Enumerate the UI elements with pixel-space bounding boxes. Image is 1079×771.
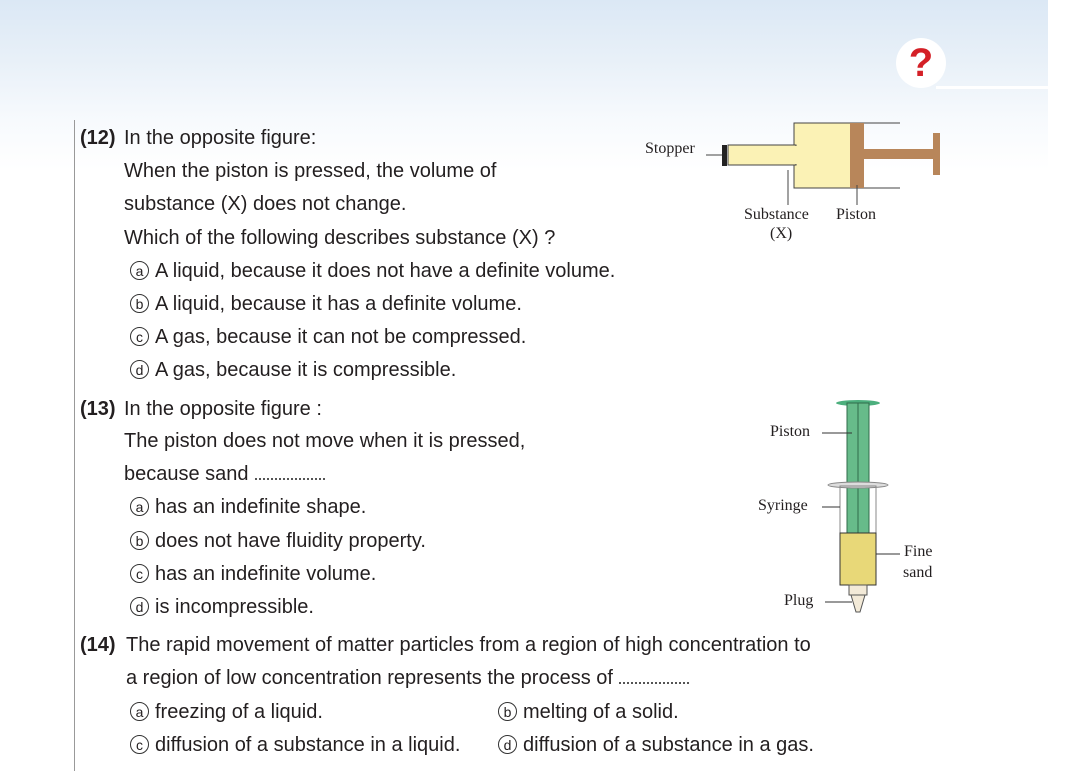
blank	[618, 682, 689, 684]
option-letter: c	[130, 564, 149, 583]
plug-label: Plug	[784, 592, 814, 609]
option-letter: a	[130, 261, 149, 280]
question-number: (13)	[80, 398, 116, 420]
option-letter: a	[130, 497, 149, 516]
option-letter: b	[498, 702, 517, 721]
vertical-syringe-figure	[822, 400, 900, 613]
substance-x-label: (X)	[770, 225, 793, 242]
syringe-label: Syringe	[758, 497, 808, 514]
option-text: does not have fluidity property.	[155, 530, 426, 552]
option-d[interactable]: d is incompressible.	[130, 595, 314, 619]
piston-label: Piston	[770, 423, 811, 440]
question-text-part: a region of low concentration represents…	[126, 667, 613, 689]
option-a[interactable]: a A liquid, because it does not have a de…	[130, 259, 615, 283]
question-text: substance (X) does not change.	[124, 193, 407, 215]
option-text: A gas, because it is compressible.	[155, 359, 457, 381]
stopper-label: Stopper	[645, 140, 695, 157]
option-text: is incompressible.	[155, 596, 314, 618]
question-text-part: because sand	[124, 463, 249, 485]
option-letter: d	[130, 360, 149, 379]
header-rule	[936, 86, 1048, 89]
option-text: diffusion of a substance in a liquid.	[155, 734, 461, 756]
question-text: In the opposite figure:	[124, 127, 317, 149]
option-text: has an indefinite shape.	[155, 496, 367, 518]
option-b[interactable]: b melting of a solid.	[498, 700, 679, 724]
question-mark-icon: ?	[896, 38, 946, 88]
option-letter: d	[498, 735, 517, 754]
textbook-page	[0, 0, 1048, 771]
question-text: because sand	[124, 462, 325, 486]
margin-line	[74, 120, 75, 771]
option-letter: d	[130, 597, 149, 616]
option-text: has an indefinite volume.	[155, 563, 377, 585]
option-d[interactable]: d A gas, because it is compressible.	[130, 358, 456, 382]
question-text: a region of low concentration represents…	[126, 666, 689, 690]
option-b[interactable]: b A liquid, because it has a definite vol…	[130, 292, 522, 316]
option-c[interactable]: c A gas, because it can not be compressed…	[130, 325, 526, 349]
option-text: melting of a solid.	[523, 701, 679, 723]
option-a[interactable]: a has an indefinite shape.	[130, 495, 366, 519]
piston-label: Piston	[836, 206, 877, 223]
question-text: When the piston is pressed, the volume o…	[124, 160, 497, 182]
question-text: The rapid movement of matter particles f…	[126, 634, 811, 656]
substance-label: Substance	[744, 206, 809, 223]
option-c[interactable]: c has an indefinite volume.	[130, 562, 376, 586]
option-c[interactable]: c diffusion of a substance in a liquid.	[130, 733, 460, 757]
fine-label: Fine	[904, 543, 933, 560]
option-letter: b	[130, 294, 149, 313]
question-number: (14)	[80, 634, 116, 656]
option-text: diffusion of a substance in a gas.	[523, 734, 814, 756]
question-number: (12)	[80, 127, 116, 149]
option-d[interactable]: d diffusion of a substance in a gas.	[498, 733, 814, 757]
sand-label: sand	[903, 564, 933, 581]
option-text: freezing of a liquid.	[155, 701, 323, 723]
horizontal-syringe-figure	[706, 122, 940, 205]
option-a[interactable]: a freezing of a liquid.	[130, 700, 323, 724]
option-b[interactable]: b does not have fluidity property.	[130, 529, 426, 553]
page-edge	[1048, 0, 1079, 771]
option-letter: a	[130, 702, 149, 721]
option-text: A liquid, because it has a definite volu…	[155, 293, 522, 315]
option-text: A gas, because it can not be compressed.	[155, 326, 527, 348]
option-letter: c	[130, 327, 149, 346]
question-text: In the opposite figure :	[124, 398, 322, 420]
option-letter: b	[130, 531, 149, 550]
option-text: A liquid, because it does not have a def…	[155, 260, 616, 282]
blank	[254, 478, 325, 480]
option-letter: c	[130, 735, 149, 754]
question-text: The piston does not move when it is pres…	[124, 430, 526, 452]
question-text: Which of the following describes substan…	[124, 227, 556, 249]
